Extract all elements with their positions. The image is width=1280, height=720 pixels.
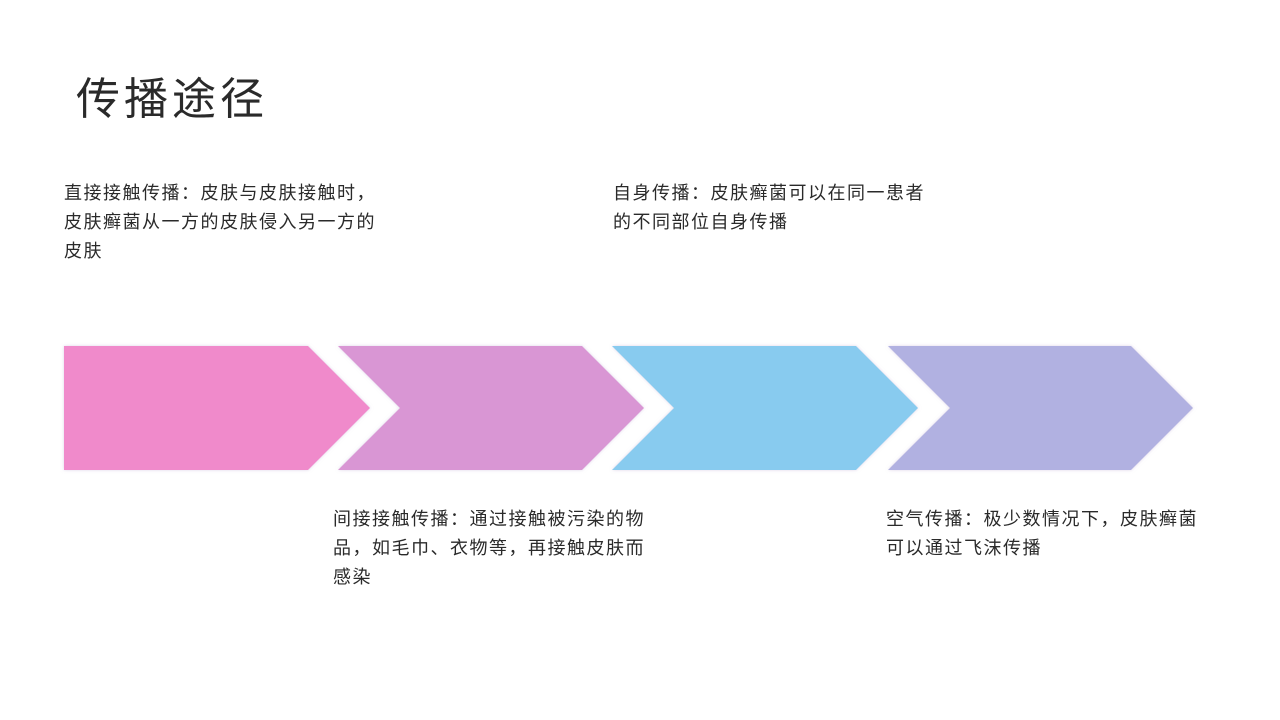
step-4-chevron bbox=[888, 346, 1193, 470]
step-2-description: 间接接触传播：通过接触被污染的物品，如毛巾、衣物等，再接触皮肤而感染 bbox=[333, 509, 645, 588]
step-3-description: 自身传播：皮肤癣菌可以在同一患者的不同部位自身传播 bbox=[613, 183, 925, 233]
page-title: 传播途径 bbox=[76, 74, 268, 125]
step-2-chevron bbox=[338, 346, 644, 470]
step-3-chevron bbox=[612, 346, 918, 470]
step-1-chevron bbox=[64, 346, 370, 470]
step-1-description: 直接接触传播：皮肤与皮肤接触时，皮肤癣菌从一方的皮肤侵入另一方的皮肤 bbox=[64, 183, 376, 262]
step-4-description: 空气传播：极少数情况下，皮肤癣菌可以通过飞沫传播 bbox=[886, 509, 1198, 559]
